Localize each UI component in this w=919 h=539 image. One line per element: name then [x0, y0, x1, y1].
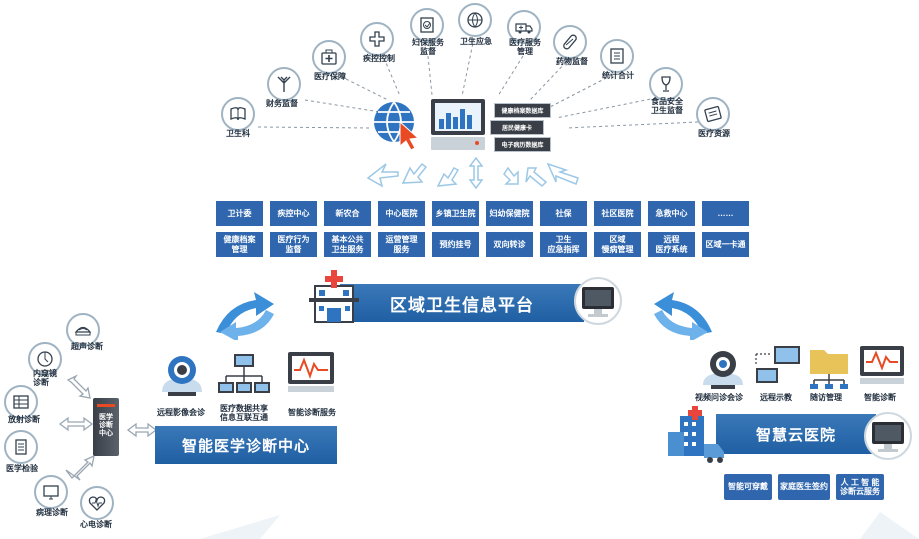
grid-cell[interactable]: 医疗行为 监督 [270, 232, 317, 257]
family-doctor-button[interactable]: 家庭医生签约 [778, 474, 830, 500]
sync-arrow-right-icon [654, 292, 712, 340]
grid-cell[interactable]: 基本公共 卫生服务 [324, 232, 371, 257]
grid-cell[interactable]: 区域一卡通 [702, 232, 749, 257]
grid-cell[interactable]: 运营管理 服务 [378, 232, 425, 257]
statistics-label: 统计合计 [602, 71, 634, 80]
computer-icon [572, 277, 624, 325]
emergency-label: 卫生应急 [460, 37, 492, 46]
pill-icon[interactable] [553, 25, 587, 59]
cloud-computer-icon [862, 412, 914, 460]
endoscopy-label: 内窥镜 诊断 [33, 369, 57, 387]
monitor-chart-icon [429, 97, 487, 153]
remote-teaching-icon [754, 344, 802, 390]
emr-db: 电子病历数据库 [494, 137, 551, 152]
grid-cell[interactable]: 预约挂号 [432, 232, 479, 257]
radiology-label: 放射诊断 [8, 415, 40, 424]
ultrasound-icon[interactable] [66, 313, 100, 347]
network-computers-icon [218, 352, 270, 400]
heart-icon[interactable] [80, 486, 114, 520]
wine-icon[interactable] [649, 67, 683, 101]
video-consult-label: 视频问诊会诊 [695, 393, 743, 402]
drug-label: 药物监督 [556, 57, 588, 66]
grid-cell[interactable]: 健康档案 管理 [216, 232, 263, 257]
radiology-icon[interactable] [4, 385, 38, 419]
folder-network-icon [806, 344, 852, 390]
smart-diagnosis-label: 智能诊断服务 [288, 408, 336, 417]
follow-up-label: 随访管理 [810, 393, 842, 402]
food-safety-label: 食品安全 卫生监督 [651, 97, 683, 115]
sync-arrow-left-icon [216, 292, 274, 340]
diagnosis-monitor-icon [286, 350, 336, 396]
grid-cell[interactable]: 区域 慢病管理 [594, 232, 641, 257]
health-bureau-label: 卫生科 [226, 129, 250, 138]
medical-bag-icon[interactable] [312, 40, 346, 74]
antenna-icon[interactable] [267, 67, 301, 101]
grid-cell[interactable]: 社区医院 [594, 201, 641, 226]
data-sharing-label: 医疗数据共享 信息互联互通 [220, 404, 268, 422]
cloud-hospital-title: 智慧云医院 [716, 414, 876, 454]
smart-diagnosis-monitor-icon [858, 344, 906, 388]
remote-imaging-label: 远程影像会诊 [157, 408, 205, 417]
maternal-label: 妇保服务 监督 [412, 38, 444, 56]
finance-label: 财务监督 [266, 99, 298, 108]
resident-card-db: 居民健康卡 [490, 120, 544, 135]
grid-cell[interactable]: 乡镇卫生院 [432, 201, 479, 226]
grid-cell[interactable]: 双向转诊 [486, 232, 533, 257]
ambulance-icon[interactable] [507, 10, 541, 44]
ai-cloud-button[interactable]: 人 工 智 能 诊断云服务 [836, 474, 884, 500]
remote-teaching-label: 远程示教 [760, 393, 792, 402]
ultrasound-label: 超声诊断 [71, 342, 103, 351]
grid-cell[interactable]: 社保 [540, 201, 587, 226]
hospital-building-icon [305, 268, 363, 326]
ecg-label: 心电诊断 [80, 520, 112, 529]
network-globe-icon[interactable] [370, 98, 422, 152]
health-record-db: 健康档案数据库 [494, 103, 551, 118]
grid-cell[interactable]: …… [702, 201, 749, 226]
decor-right [860, 512, 919, 539]
document-icon[interactable] [410, 8, 444, 42]
decor-left [200, 515, 280, 539]
disease-control-label: 疾控控制 [363, 54, 395, 63]
platform-title: 区域卫生信息平台 [340, 284, 584, 322]
medical-safety-label: 医疗保障 [314, 72, 346, 81]
lab-label: 医学检验 [6, 464, 38, 473]
list-icon[interactable] [600, 39, 634, 73]
remote-imaging-icon [158, 352, 206, 398]
wearable-button[interactable]: 智能可穿戴 [724, 474, 772, 500]
pathology-label: 病理诊断 [36, 508, 68, 517]
monitor-icon[interactable] [34, 475, 68, 509]
smart-diagnosis-right-label: 智能诊断 [864, 393, 896, 402]
video-consult-icon [701, 347, 745, 391]
endoscope-icon[interactable] [28, 342, 62, 376]
grid-cell[interactable]: 卫计委 [216, 201, 263, 226]
grid-cell[interactable]: 中心医院 [378, 201, 425, 226]
book-icon[interactable] [221, 97, 255, 131]
server-label: 医学 诊断 中心 [99, 414, 113, 438]
medical-service-label: 医疗服务 管理 [509, 38, 541, 56]
grid-cell[interactable]: 远程 医疗系统 [648, 232, 695, 257]
newspaper-icon[interactable] [696, 97, 730, 131]
cross-icon[interactable] [360, 22, 394, 56]
cloud-hospital-building-icon [666, 406, 728, 464]
grid-cell[interactable]: 妇幼保健院 [486, 201, 533, 226]
diagnosis-server: 医学 诊断 中心 [93, 398, 119, 456]
diagnosis-center-title: 智能医学诊断中心 [155, 426, 337, 464]
grid-cell[interactable]: 急救中心 [648, 201, 695, 226]
globe-icon[interactable] [458, 3, 492, 37]
grid-cell[interactable]: 疾控中心 [270, 201, 317, 226]
grid-cell[interactable]: 新农合 [324, 201, 371, 226]
grid-cell[interactable]: 卫生 应急指挥 [540, 232, 587, 257]
lab-icon[interactable] [4, 430, 38, 464]
medical-resources-label: 医疗资源 [698, 129, 730, 138]
